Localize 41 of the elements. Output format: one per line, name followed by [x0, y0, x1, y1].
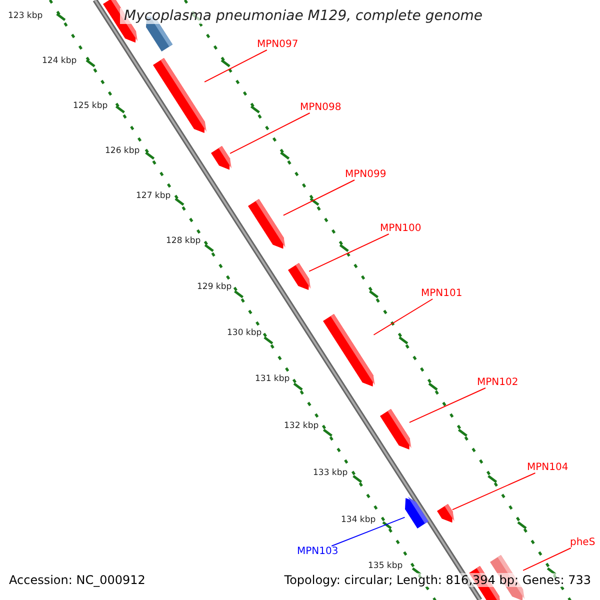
gene-label: MPN103 [297, 546, 338, 557]
leader-line [308, 234, 390, 272]
leader-line [452, 472, 536, 510]
scale-tick-label: 133 kbp [313, 468, 348, 478]
gene-label: MPN099 [345, 169, 386, 180]
gene-feature [404, 498, 428, 528]
scale-tick-label: 128 kbp [166, 236, 201, 246]
accession-text: Accession: NC_000912 [9, 573, 146, 587]
gene-label: pheS [570, 537, 596, 548]
gene-label: MPN100 [380, 223, 422, 234]
scale-tick-label: 125 kbp [73, 101, 108, 111]
gene-label: MPN104 [527, 462, 568, 473]
gene-feature [211, 146, 230, 170]
scale-tick-label: 126 kbp [105, 146, 140, 156]
gene-label: MPN097 [257, 39, 298, 50]
scale-tick-label: 123 kbp [8, 11, 43, 21]
genome-info-text: Topology: circular; Length: 816,394 bp; Genes: 733 [284, 573, 591, 587]
leader-line [522, 548, 572, 571]
gene-label: MPN101 [421, 288, 462, 299]
gene-label: MPN098 [300, 102, 342, 113]
scale-tick-label: 132 kbp [284, 421, 319, 431]
leader-line [408, 388, 486, 423]
gene-feature [248, 199, 284, 250]
scale-tick-label: 124 kbp [42, 56, 77, 66]
scale-tick-label: 130 kbp [227, 328, 262, 338]
leader-line [331, 516, 406, 546]
gene-label: MPN102 [477, 377, 518, 388]
gene-feature [436, 504, 452, 523]
gene-feature [323, 314, 374, 386]
scale-tick-label: 134 kbp [341, 515, 376, 525]
scale-tick-label: 129 kbp [197, 282, 232, 292]
gene-feature [152, 58, 205, 133]
gene-feature [288, 262, 310, 290]
leader-line [282, 180, 356, 216]
scale-tick-label: 127 kbp [136, 191, 171, 201]
leader-line [230, 112, 310, 154]
scale-tick-label: 135 kbp [368, 561, 403, 571]
gene-feature [380, 408, 410, 450]
scale-tick-label: 131 kbp [255, 374, 290, 384]
leader-line [204, 50, 268, 82]
leader-line [373, 298, 434, 336]
